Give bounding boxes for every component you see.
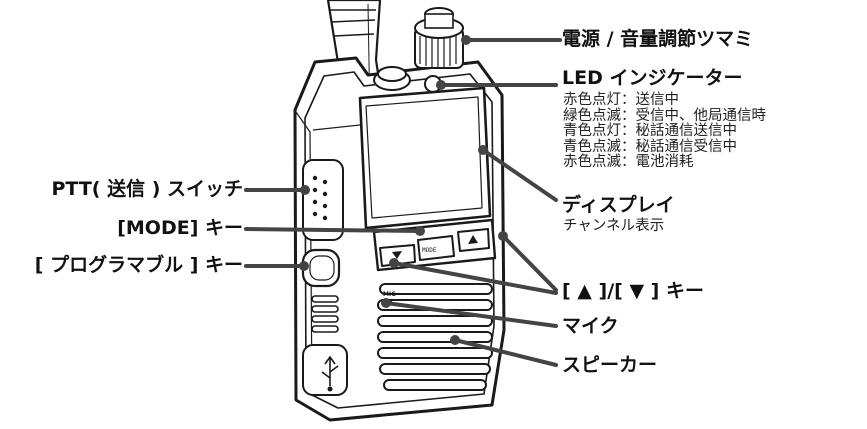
led-state-list: 赤色点灯：送信中 緑色点滅：受信中、他局通信時 青色点灯：秘話通信送信中 青色点…	[563, 93, 766, 171]
callout-dots	[299, 35, 508, 345]
label-programmable-key: [ プログラマブル ] キー	[34, 254, 243, 276]
label-updown-keys: [ ▲ ]/[ ▼ ] キー	[562, 280, 704, 302]
programmable-key-shape	[301, 248, 341, 288]
label-display-sub: チャンネル表示	[563, 218, 665, 234]
led-state: 赤色点滅：電池消耗	[563, 154, 694, 170]
display-shape	[358, 86, 492, 230]
volume-knob-shape	[414, 7, 464, 69]
front-keys: MODE	[372, 218, 497, 272]
side-grille	[311, 295, 339, 333]
led-state: 赤色点灯：送信中	[563, 92, 679, 108]
label-power-volume-knob: 電源 / 音量調節ツマミ	[562, 28, 754, 50]
label-mic: マイク	[562, 315, 619, 337]
label-speaker: スピーカー	[562, 354, 658, 376]
ptt-switch-shape	[302, 159, 344, 241]
label-ptt-switch: PTT( 送信 ) スイッチ	[51, 178, 244, 200]
led-state: 緑色点滅：受信中、他局通信時	[563, 107, 766, 124]
top-connectors	[373, 66, 442, 93]
mode-key-text: MODE	[422, 247, 437, 254]
speaker-grille	[377, 283, 493, 391]
label-led-indicator: LED インジケーター	[562, 67, 743, 89]
mic-mark: MIC	[383, 291, 396, 298]
label-display: ディスプレイ	[562, 194, 675, 216]
up-arrow-icon	[468, 235, 478, 244]
usb-icon	[321, 355, 339, 386]
led-state: 青色点滅：秘話通信受信中	[563, 138, 737, 155]
led-state: 青色点灯：秘話通信送信中	[563, 123, 737, 139]
label-mode-key: [MODE] キー	[117, 217, 243, 239]
usb-cover	[302, 344, 348, 396]
down-arrow-icon	[392, 251, 402, 259]
callout-lines	[244, 38, 562, 367]
